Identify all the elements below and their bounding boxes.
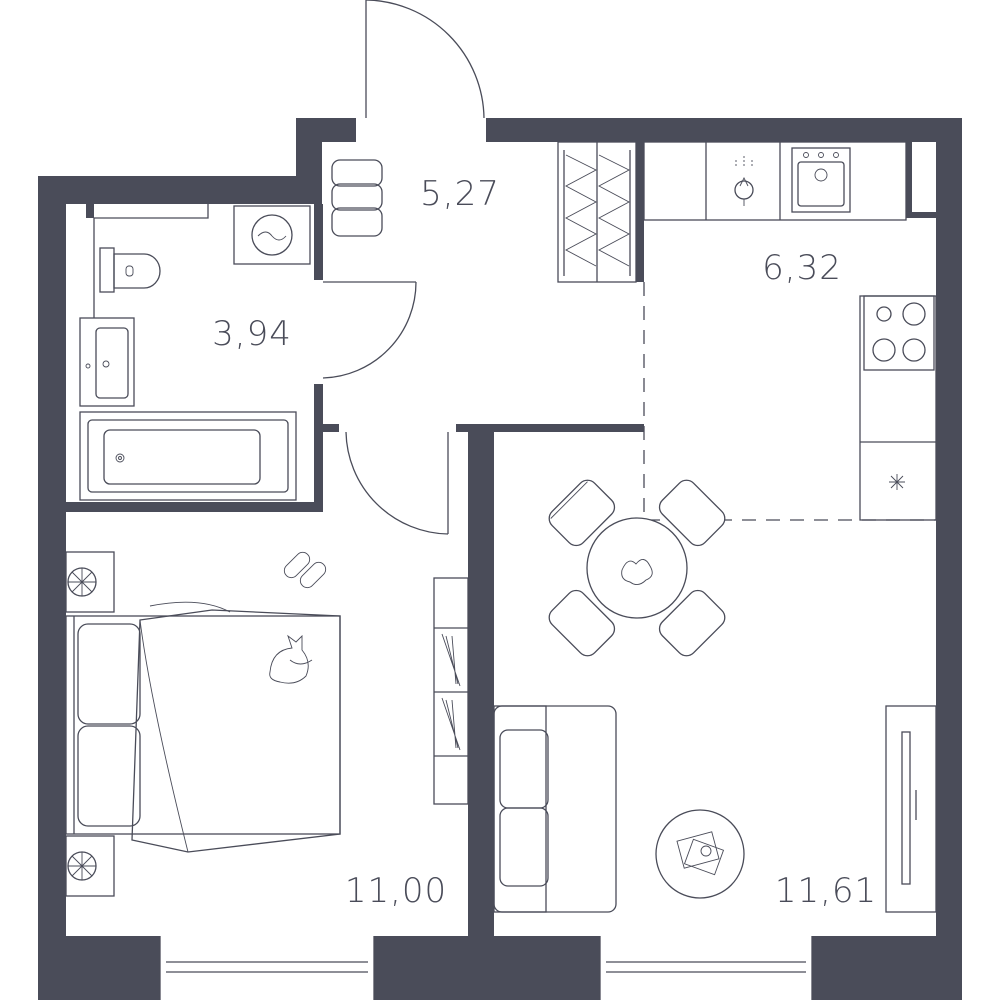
wall-niche-bottom [906, 212, 936, 218]
bathroom-area-label: 3,94 [212, 314, 292, 354]
bedroom-furniture [65, 551, 469, 897]
wall-top-right [486, 118, 962, 142]
wall-hall-living [494, 424, 644, 432]
kitchen-zone-divider [643, 282, 936, 521]
living-room-area-label: 11,61 [775, 871, 877, 911]
entrance-door-swing [365, 0, 485, 119]
walls [38, 118, 962, 1000]
wall-stub-bedroom-door [323, 424, 339, 432]
kitchen-sink-icon [791, 147, 851, 213]
dining-table [548, 479, 726, 657]
wall-partition [468, 424, 494, 936]
slippers-icon [283, 551, 327, 589]
washing-machine-icon [233, 205, 311, 265]
hallway-furniture [331, 141, 637, 283]
kitchen-right-counter [859, 295, 937, 521]
hall-bench [331, 159, 383, 237]
kitchen-fixtures [643, 141, 937, 521]
wall-hall-stub [296, 118, 322, 204]
bathtub-icon [79, 411, 297, 501]
doors [322, 0, 485, 535]
wall-right [936, 118, 962, 936]
bathroom-door-swing [322, 281, 417, 379]
wall-niche [906, 142, 912, 218]
bathroom-fixtures [79, 204, 311, 501]
cooktop-icon [863, 295, 935, 371]
wall-bath-bottom [66, 502, 323, 512]
wall-left [38, 176, 66, 936]
coffee-table [655, 809, 745, 899]
toilet-icon [99, 247, 161, 293]
hall-wardrobe [557, 141, 637, 283]
hallway-area-label: 5,27 [420, 174, 500, 214]
wall-bath-right-top [314, 204, 323, 280]
snowflake-icon [889, 474, 905, 490]
faucet-icon [734, 156, 754, 206]
sofa [493, 705, 617, 913]
bath-shaft [94, 204, 209, 219]
bedroom-wardrobe [433, 577, 469, 805]
room-labels: 5,27 3,94 6,32 11,00 11,61 [212, 174, 877, 911]
wall-partition-stub [456, 424, 468, 432]
sink-icon [79, 317, 135, 407]
window-living [600, 936, 812, 1000]
nightstand-bottom [65, 835, 115, 897]
window-bedroom [160, 936, 374, 1000]
nightstand-top [65, 551, 115, 613]
wall-bath-right-bottom [314, 384, 323, 512]
kitchen-area-label: 6,32 [762, 248, 842, 288]
living-furniture [493, 479, 937, 913]
bedroom-area-label: 11,00 [345, 871, 447, 911]
wall-top-bathroom [38, 176, 320, 204]
tv-stand [885, 705, 937, 913]
bedroom-door-swing [345, 431, 449, 535]
wall-hall-top-left [322, 118, 356, 142]
bed [65, 601, 341, 853]
kitchen-top-counter [643, 141, 907, 221]
cat-icon [269, 634, 313, 684]
wall-hall-kitchen [636, 142, 644, 282]
